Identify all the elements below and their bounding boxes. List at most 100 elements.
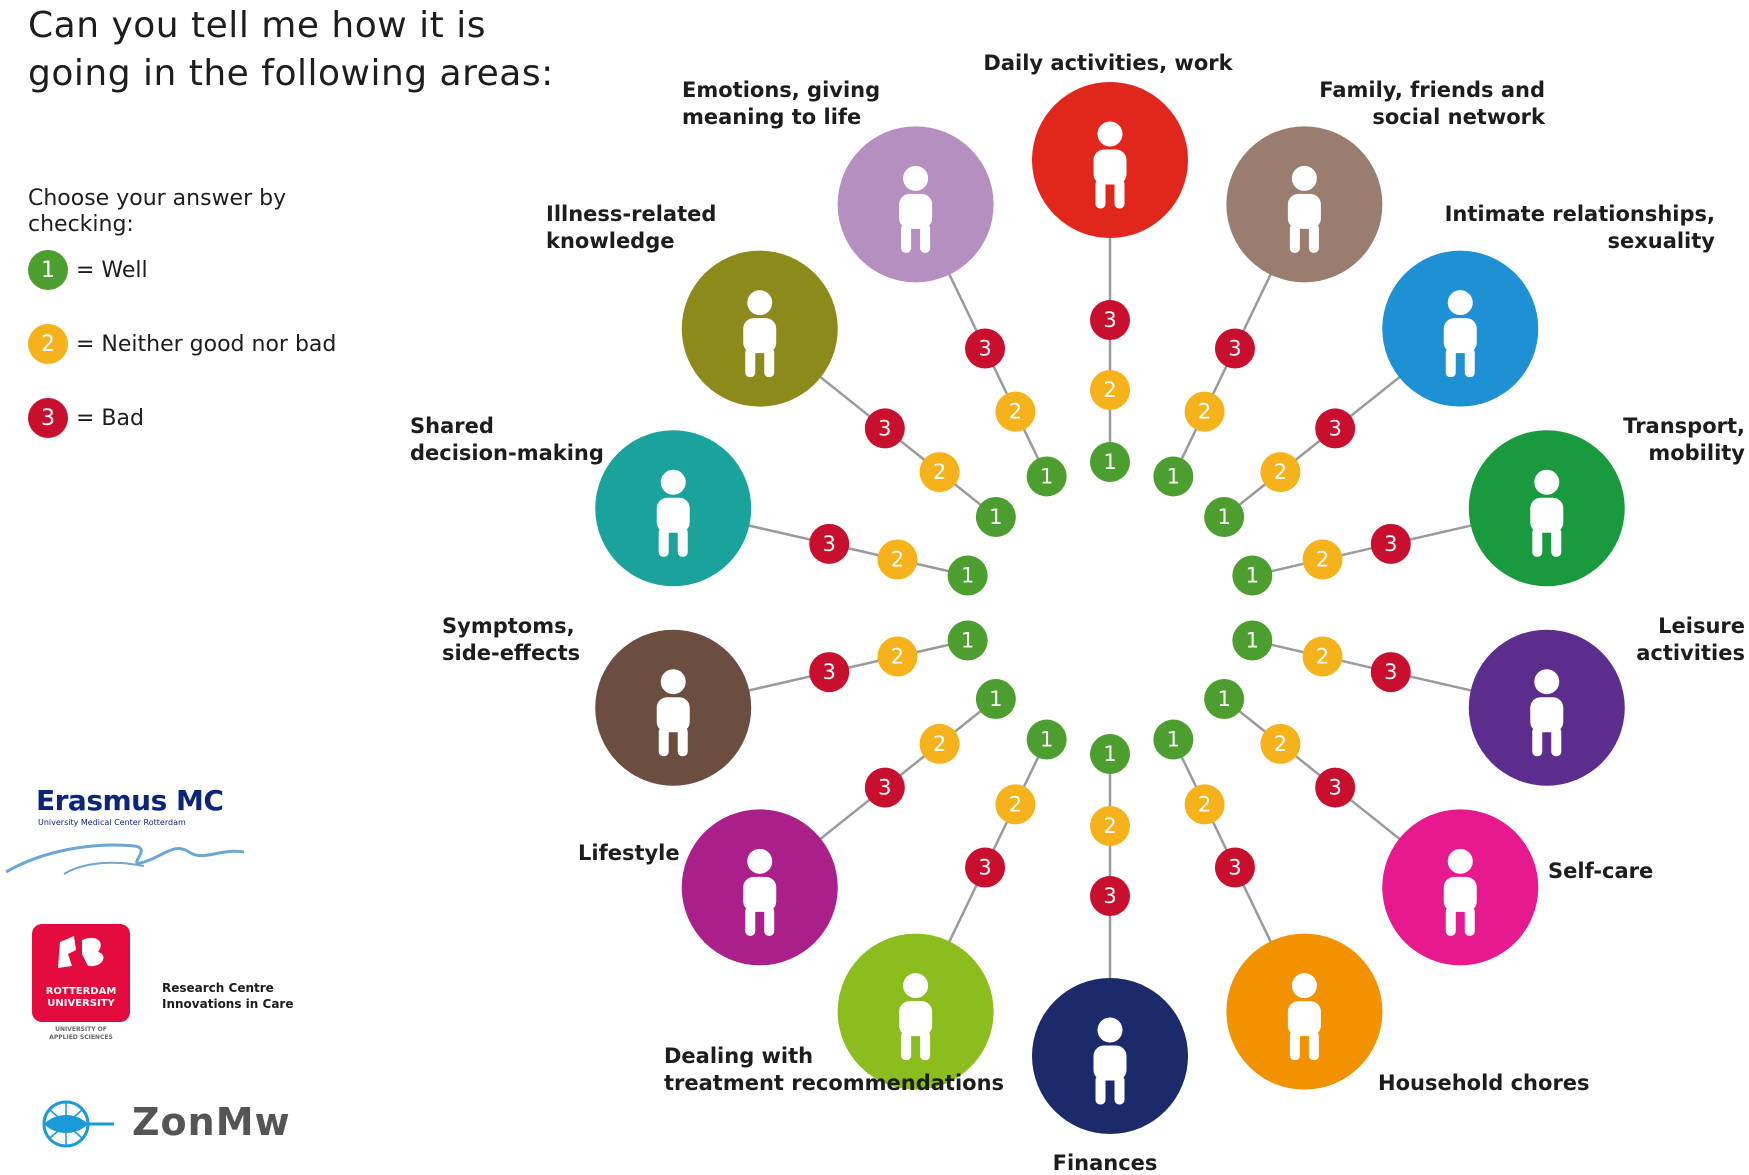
legend-item-neutral: 2 = Neither good nor bad [28, 324, 336, 364]
rating-option-2[interactable]: 2 [1184, 391, 1225, 432]
rating-option-2[interactable]: 2 [877, 636, 918, 677]
rating-option-1[interactable]: 1 [1232, 620, 1273, 661]
rating-dot-3[interactable] [864, 408, 905, 449]
rating-dot-3[interactable] [1315, 767, 1356, 808]
rating-dot-1[interactable] [947, 620, 988, 661]
rating-dot-3[interactable] [1090, 300, 1130, 340]
rating-option-3[interactable]: 3 [965, 328, 1006, 369]
rating-option-2[interactable]: 2 [1184, 784, 1225, 825]
rating-dot-1[interactable] [1232, 620, 1273, 661]
rating-option-1[interactable]: 1 [1153, 719, 1194, 760]
rating-dot-1[interactable] [947, 555, 988, 596]
rating-dot-3[interactable] [965, 328, 1006, 369]
rating-option-3[interactable]: 3 [1090, 300, 1130, 340]
rating-number-1: 1 [1246, 564, 1259, 588]
rating-dot-1[interactable] [1090, 734, 1130, 774]
rating-number-2: 2 [933, 460, 946, 484]
rating-option-1[interactable]: 1 [1026, 719, 1067, 760]
rating-dot-1[interactable] [1026, 456, 1067, 497]
rating-option-2[interactable]: 2 [1260, 723, 1301, 764]
rating-number-2: 2 [1103, 378, 1116, 402]
rating-option-1[interactable]: 1 [947, 555, 988, 596]
rotterdam-name: ROTTERDAM UNIVERSITY [32, 986, 130, 1010]
rating-dot-2[interactable] [877, 636, 918, 677]
rating-option-1[interactable]: 1 [975, 679, 1016, 720]
rating-option-3[interactable]: 3 [864, 408, 905, 449]
rating-option-1[interactable]: 1 [1204, 496, 1245, 537]
rating-option-3[interactable]: 3 [809, 523, 850, 564]
rating-option-3[interactable]: 3 [965, 847, 1006, 888]
rating-number-1: 1 [1103, 742, 1116, 766]
rating-dot-3[interactable] [965, 847, 1006, 888]
rating-option-3[interactable]: 3 [1315, 767, 1356, 808]
rating-dot-2[interactable] [1184, 784, 1225, 825]
rating-dot-3[interactable] [809, 523, 850, 564]
title-line-1: Can you tell me how it is [28, 5, 486, 46]
rating-dot-1[interactable] [1153, 456, 1194, 497]
rating-option-1[interactable]: 1 [947, 620, 988, 661]
rating-dot-2[interactable] [877, 539, 918, 580]
rating-dot-3[interactable] [1370, 652, 1411, 693]
rating-dot-3[interactable] [809, 652, 850, 693]
rating-option-3[interactable]: 3 [1370, 523, 1411, 564]
rating-option-3[interactable]: 3 [1370, 652, 1411, 693]
rating-option-3[interactable]: 3 [809, 652, 850, 693]
rating-dot-2[interactable] [1302, 539, 1343, 580]
rating-dot-2[interactable] [1090, 370, 1130, 410]
rating-dot-1[interactable] [1204, 496, 1245, 537]
rating-dot-1[interactable] [1026, 719, 1067, 760]
rating-dot-1[interactable] [975, 679, 1016, 720]
rating-option-2[interactable]: 2 [1302, 539, 1343, 580]
rating-option-2[interactable]: 2 [1090, 806, 1130, 846]
rating-option-3[interactable]: 3 [864, 767, 905, 808]
rating-option-2[interactable]: 2 [1090, 370, 1130, 410]
rating-dot-2[interactable] [1184, 391, 1225, 432]
rating-number-3: 3 [1103, 884, 1116, 908]
rating-option-1[interactable]: 1 [975, 496, 1016, 537]
rating-dot-2[interactable] [1260, 452, 1301, 493]
rating-option-1[interactable]: 1 [1026, 456, 1067, 497]
rating-option-2[interactable]: 2 [877, 539, 918, 580]
rating-dot-2[interactable] [995, 784, 1036, 825]
rating-option-1[interactable]: 1 [1232, 555, 1273, 596]
rating-option-1[interactable]: 1 [1090, 734, 1130, 774]
rating-dot-3[interactable] [1315, 408, 1356, 449]
rating-option-1[interactable]: 1 [1090, 442, 1130, 482]
rating-dot-2[interactable] [1302, 636, 1343, 677]
rating-number-1: 1 [1167, 464, 1180, 488]
rating-dot-2[interactable] [919, 452, 960, 493]
area-label-line: Shared [410, 414, 494, 438]
rating-dot-1[interactable] [975, 496, 1016, 537]
rating-option-3[interactable]: 3 [1214, 847, 1255, 888]
legend-label-well: = Well [76, 257, 148, 283]
rating-option-2[interactable]: 2 [1302, 636, 1343, 677]
rating-dot-2[interactable] [919, 723, 960, 764]
rating-option-2[interactable]: 2 [995, 784, 1036, 825]
rating-dot-3[interactable] [1214, 847, 1255, 888]
rating-dot-1[interactable] [1232, 555, 1273, 596]
rating-dot-1[interactable] [1090, 442, 1130, 482]
rating-number-1: 1 [1040, 728, 1053, 752]
rating-option-1[interactable]: 1 [1204, 679, 1245, 720]
rating-option-2[interactable]: 2 [1260, 452, 1301, 493]
rating-option-1[interactable]: 1 [1153, 456, 1194, 497]
rating-option-3[interactable]: 3 [1090, 876, 1130, 916]
rating-option-3[interactable]: 3 [1214, 328, 1255, 369]
rating-dot-3[interactable] [1214, 328, 1255, 369]
rating-option-2[interactable]: 2 [919, 452, 960, 493]
rating-option-2[interactable]: 2 [995, 391, 1036, 432]
rating-option-3[interactable]: 3 [1315, 408, 1356, 449]
rating-dot-1[interactable] [1153, 719, 1194, 760]
rating-dot-1[interactable] [1204, 679, 1245, 720]
rating-dot-3[interactable] [1090, 876, 1130, 916]
rating-number-2: 2 [933, 732, 946, 756]
rating-dot-2[interactable] [1090, 806, 1130, 846]
rating-dot-2[interactable] [1260, 723, 1301, 764]
rating-dot-3[interactable] [1370, 523, 1411, 564]
rating-option-2[interactable]: 2 [919, 723, 960, 764]
rating-dot-3[interactable] [864, 767, 905, 808]
rating-dot-2[interactable] [995, 391, 1036, 432]
